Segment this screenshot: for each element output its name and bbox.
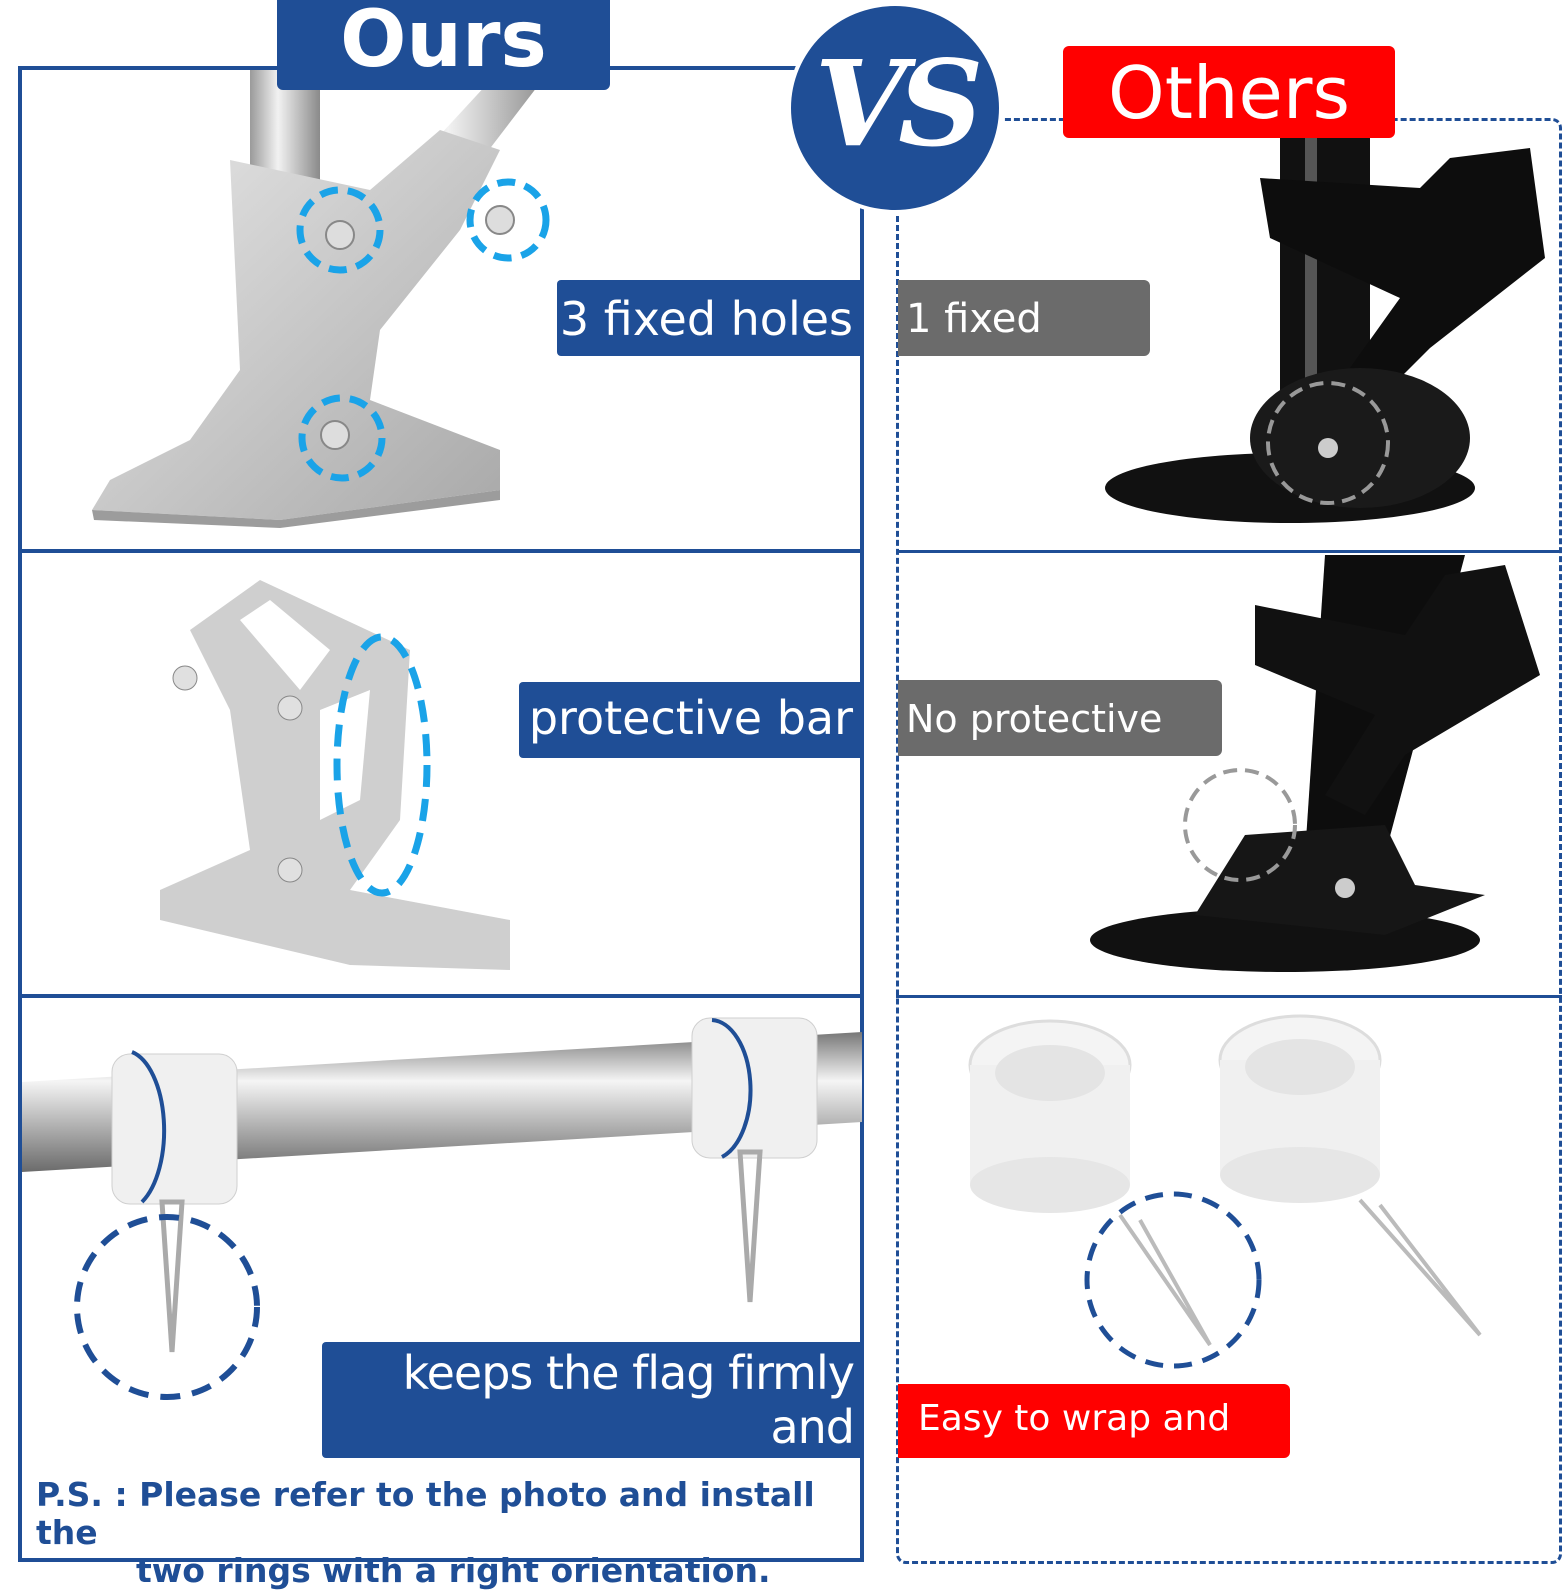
installation-note-line2: two rings with a right orientation. [136, 1551, 771, 1590]
others-row-divider [896, 995, 1562, 998]
others-header: Others [1063, 46, 1395, 138]
ours-row-divider [18, 549, 864, 553]
pole-with-rotating-rings-image [22, 1017, 862, 1400]
ours-rotating-label: keeps the flag firmly and 360° rotating … [322, 1342, 864, 1508]
installation-note: P.S. : Please refer to the photo and ins… [36, 1476, 856, 1590]
installation-note-line1: P.S. : Please refer to the photo and ins… [36, 1475, 815, 1552]
ours-header: Ours [277, 0, 610, 90]
others-fixed-holes-label: 1 fixed holes [898, 280, 1150, 420]
others-rust-label: Easy to wrap and rust [898, 1384, 1290, 1509]
others-protective-bar-label: No protective bar [898, 680, 1222, 819]
ours-protective-bar-label: protective bar [519, 682, 863, 758]
ours-rotating-label-line1: keeps the flag firmly and [402, 1346, 855, 1454]
ours-fixed-holes-label: 3 fixed holes [557, 280, 863, 356]
silver-bracket-protective-bar-image [160, 580, 510, 970]
ours-row-divider [18, 994, 864, 998]
vs-badge: VS [787, 2, 1003, 214]
ours-rotating-label-line2: 360° rotating smoothly [342, 1454, 855, 1508]
black-bracket-image [1105, 138, 1545, 523]
others-row-divider [896, 550, 1562, 553]
silver-bracket-image [92, 70, 550, 528]
black-bracket-no-bar-image [1090, 555, 1540, 972]
plastic-rings-image [968, 1014, 1482, 1369]
